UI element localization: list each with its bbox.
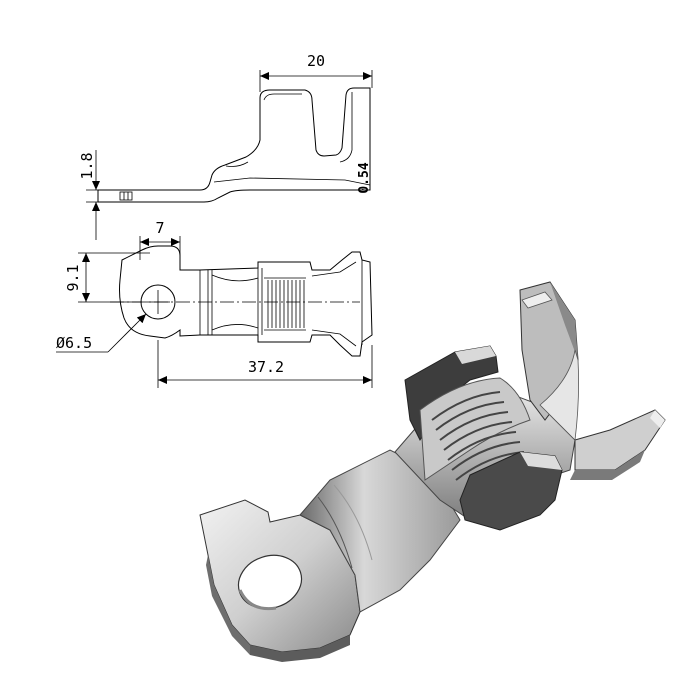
dim-width-top: 20	[259, 52, 373, 92]
svg-text:37.2: 37.2	[248, 358, 284, 376]
svg-text:7: 7	[155, 219, 164, 237]
side-note: 0.54	[357, 162, 372, 193]
serration-lines	[267, 280, 305, 328]
svg-text:1.8: 1.8	[78, 152, 96, 179]
top-view	[110, 245, 373, 357]
svg-text:9.1: 9.1	[64, 264, 82, 291]
dim-hole-diameter: Ø6.5	[56, 313, 147, 353]
svg-text:0.54: 0.54	[357, 162, 372, 193]
dim-thickness: 1.8	[78, 150, 110, 240]
terminal-3d-render	[199, 281, 666, 662]
dim-total-length: 37.2	[157, 340, 373, 388]
side-view	[97, 87, 371, 203]
svg-text:Ø6.5: Ø6.5	[56, 334, 92, 352]
svg-text:20: 20	[307, 52, 325, 70]
dim-tab-width: 7	[139, 219, 181, 260]
dim-ring-height: 9.1	[64, 252, 150, 303]
